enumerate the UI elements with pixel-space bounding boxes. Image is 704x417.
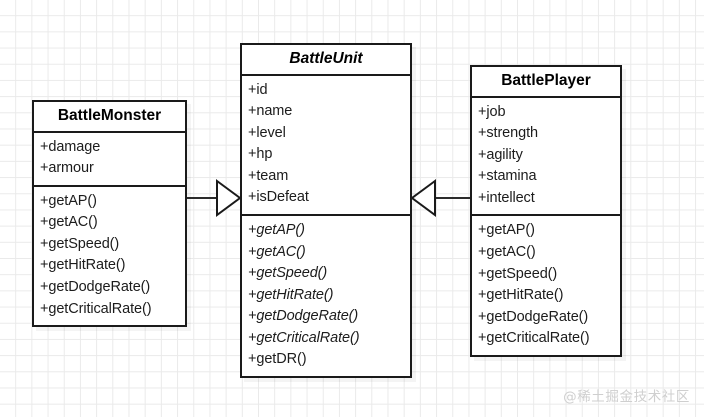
attribute-item: +intellect bbox=[478, 189, 535, 206]
method-item: +getCriticalRate() bbox=[478, 330, 590, 347]
uml-class-battleplayer[interactable]: BattlePlayer +job +strength +agility +st… bbox=[470, 65, 622, 357]
methods-compartment-battleplayer: +getAP() +getAC() +getSpeed() +getHitRat… bbox=[472, 216, 620, 354]
attribute-item: +id bbox=[248, 81, 268, 98]
attribute-item: +damage bbox=[40, 138, 101, 155]
method-item: +getAC() bbox=[40, 214, 98, 231]
generalization-player-to-unit[interactable] bbox=[410, 179, 470, 217]
method-item: +getDodgeRate() bbox=[40, 279, 151, 295]
class-title-battleunit: BattleUnit bbox=[242, 45, 410, 76]
attribute-item: +name bbox=[248, 103, 293, 120]
method-item: +getSpeed() bbox=[478, 265, 558, 282]
method-item: +getDR() bbox=[248, 351, 307, 368]
methods-compartment-battlemonster: +getAP() +getAC() +getSpeed() +getHitRat… bbox=[34, 187, 185, 325]
method-item: +getSpeed() bbox=[40, 235, 120, 252]
method-item: +getAC() bbox=[478, 244, 536, 260]
method-item: +getSpeed() bbox=[248, 265, 328, 282]
attribute-item: +level bbox=[248, 124, 286, 141]
class-title-battleplayer: BattlePlayer bbox=[472, 67, 620, 98]
method-item: +getCriticalRate() bbox=[248, 329, 360, 346]
attribute-item: +agility bbox=[478, 146, 523, 163]
methods-compartment-battleunit: +getAP() +getAC() +getSpeed() +getHitRat… bbox=[242, 216, 410, 376]
attribute-item: +job bbox=[478, 103, 506, 120]
attributes-compartment-battleunit: +id +name +level +hp +team +isDefeat bbox=[242, 76, 410, 216]
hollow-triangle-arrowhead-left bbox=[410, 179, 436, 217]
method-item: +getAC() bbox=[248, 243, 306, 260]
attributes-compartment-battlemonster: +damage +armour bbox=[34, 133, 185, 187]
attribute-item: +hp bbox=[248, 146, 273, 163]
method-item: +getAP() bbox=[40, 192, 97, 209]
class-title-battlemonster: BattleMonster bbox=[34, 102, 185, 133]
method-item: +getAP() bbox=[478, 222, 535, 239]
method-item: +getAP() bbox=[248, 222, 305, 238]
method-item: +getHitRate() bbox=[40, 257, 126, 274]
attribute-item: +strength bbox=[478, 125, 538, 142]
method-item: +getDodgeRate() bbox=[248, 308, 359, 325]
method-item: +getDodgeRate() bbox=[478, 308, 589, 325]
attribute-item: +isDefeat bbox=[248, 189, 309, 206]
watermark-label: @稀土掘金技术社区 bbox=[563, 389, 690, 405]
method-item: +getCriticalRate() bbox=[40, 300, 152, 317]
method-item: +getHitRate() bbox=[248, 286, 334, 303]
generalization-monster-to-unit[interactable] bbox=[187, 179, 242, 217]
uml-class-battleunit[interactable]: BattleUnit +id +name +level +hp +team +i… bbox=[240, 43, 412, 378]
attribute-item: +team bbox=[248, 167, 289, 184]
method-item: +getHitRate() bbox=[478, 287, 564, 304]
attributes-compartment-battleplayer: +job +strength +agility +stamina +intell… bbox=[472, 98, 620, 217]
uml-class-battlemonster[interactable]: BattleMonster +damage +armour +getAP() +… bbox=[32, 100, 187, 328]
attribute-item: +armour bbox=[40, 160, 94, 177]
hollow-triangle-arrowhead-right bbox=[216, 179, 242, 217]
attribute-item: +stamina bbox=[478, 168, 537, 185]
